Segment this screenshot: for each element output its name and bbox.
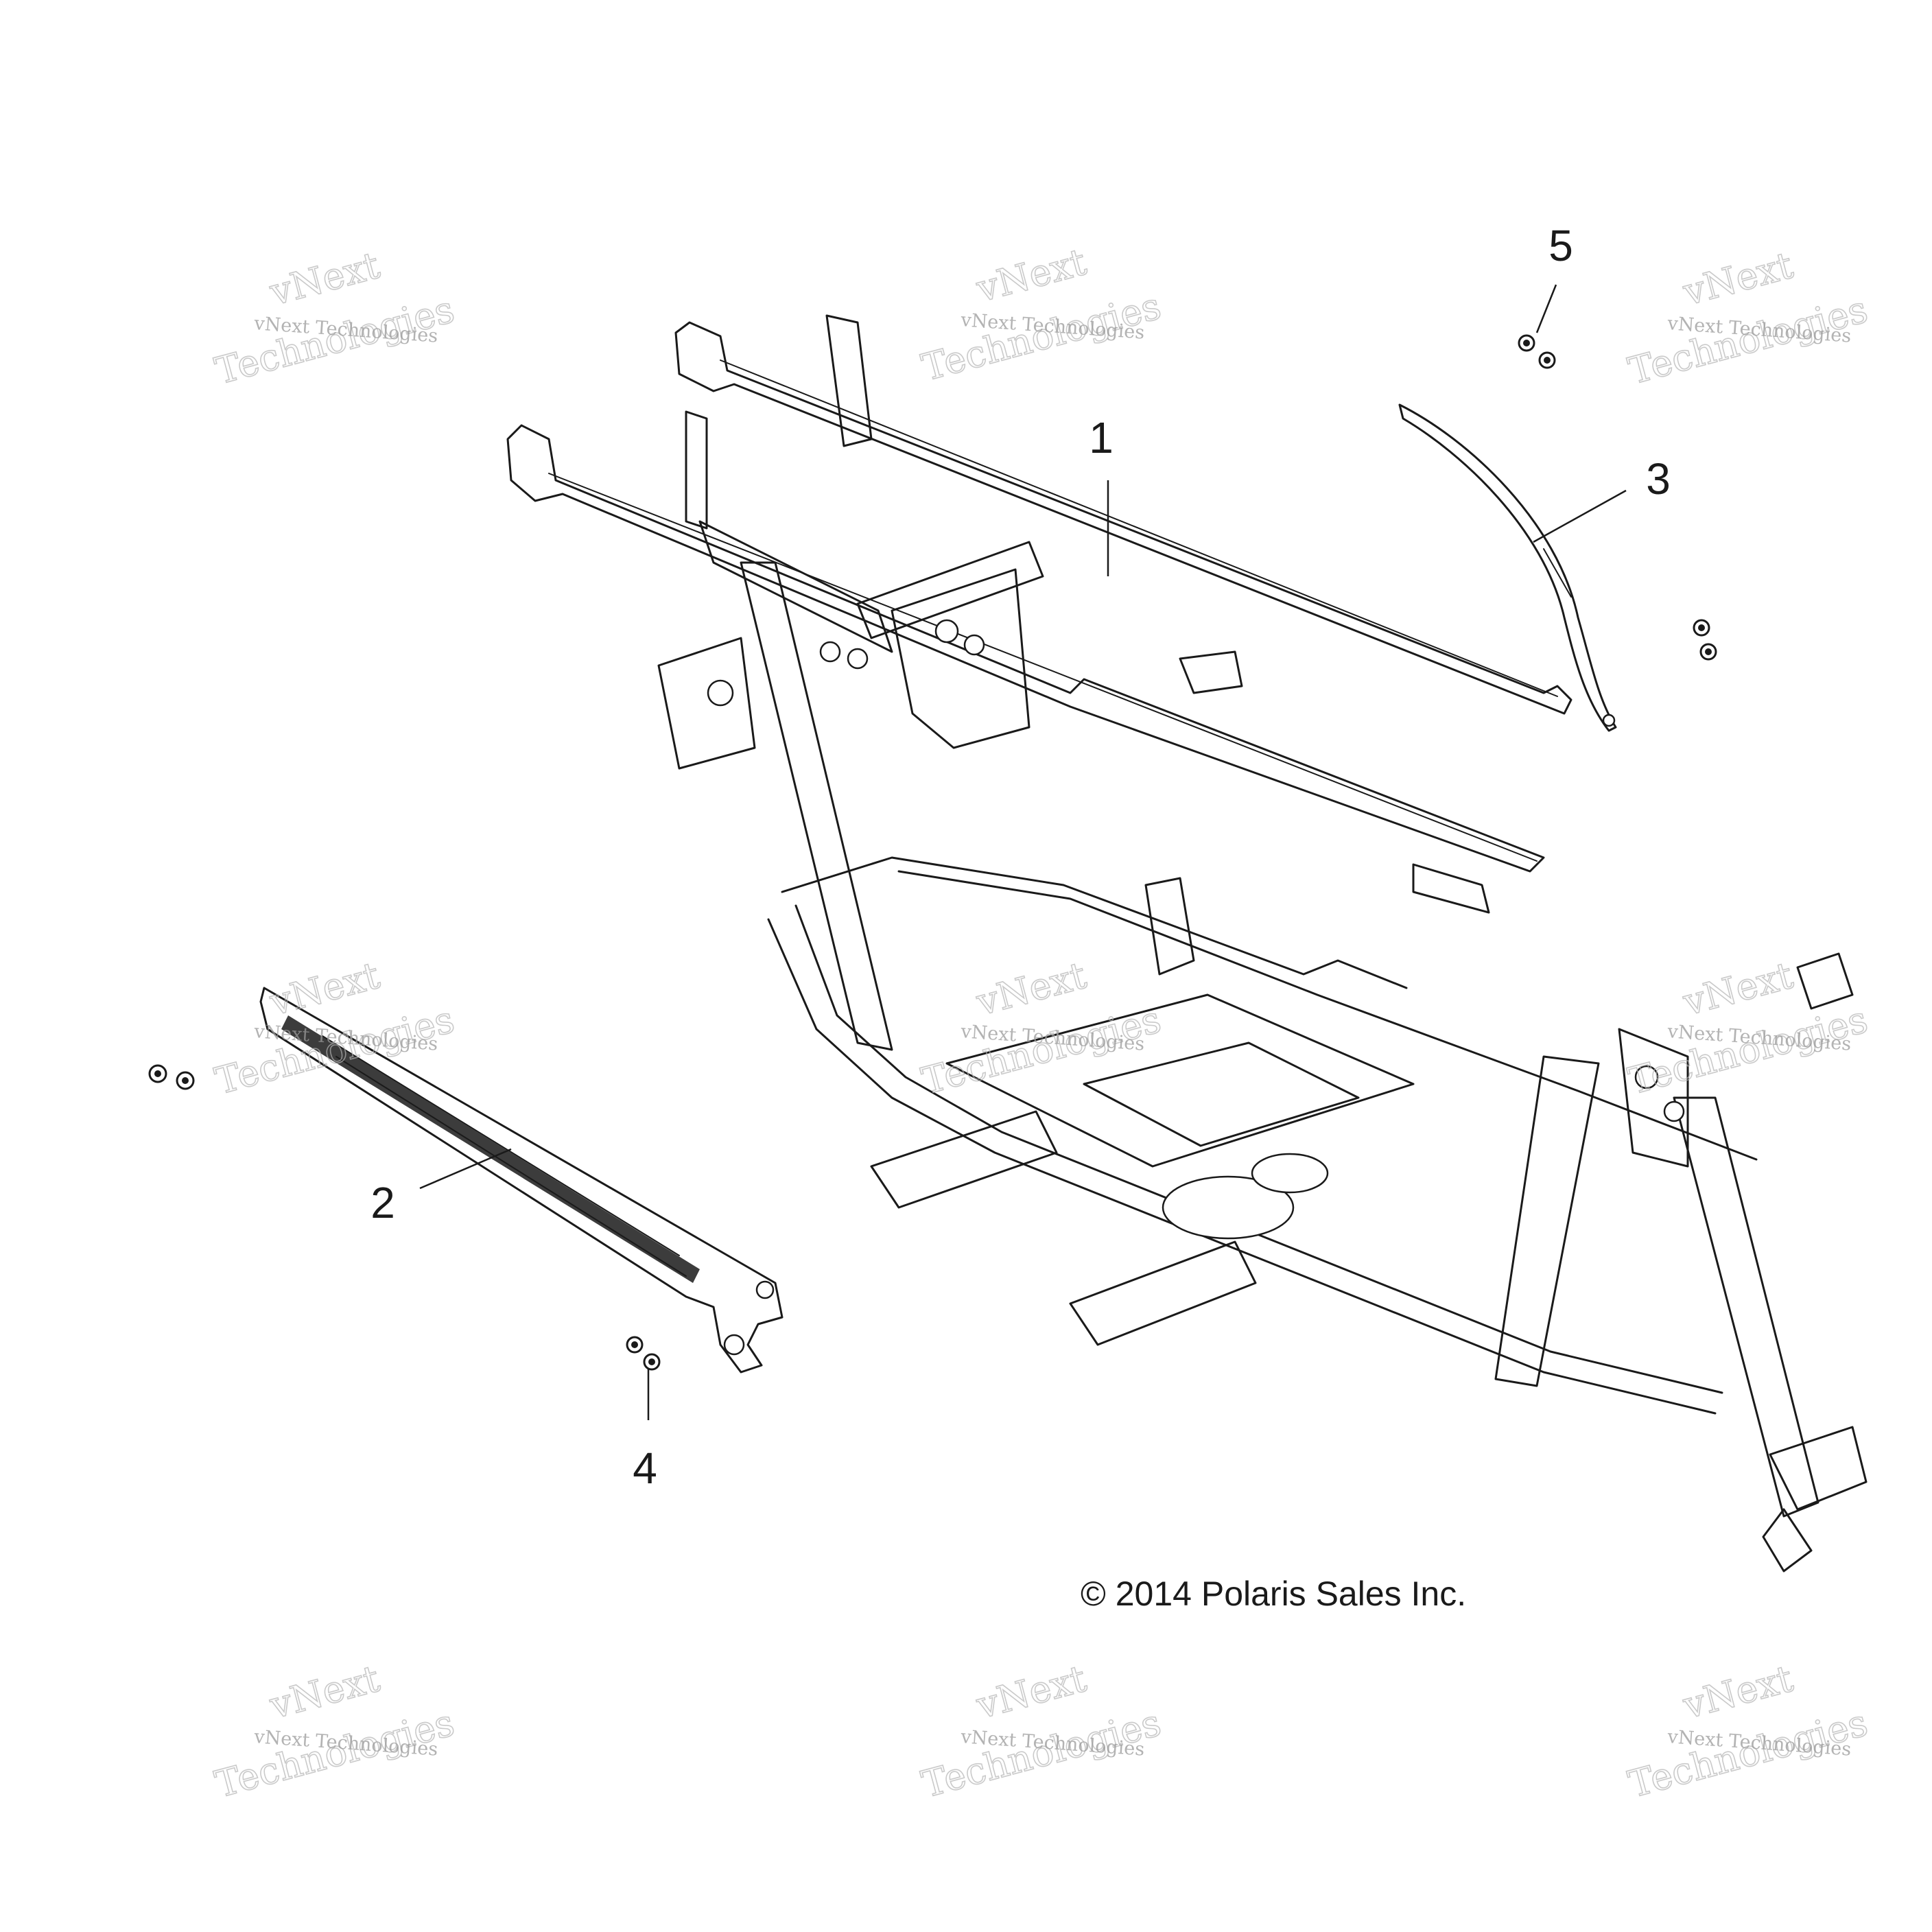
watermark-large-top: vNext (1678, 954, 1798, 1024)
bolts-part-5-top (1518, 334, 1556, 369)
bolts-right-side (1693, 619, 1717, 661)
watermark-middle-left: vNext Technologies vNext Technologies (210, 953, 459, 1103)
watermark-bottom-left: vNext Technologies vNext Technologies (210, 1656, 459, 1806)
watermark-middle-center: vNext Technologies vNext Technologies (917, 953, 1166, 1103)
side-rail-part-2 (259, 987, 784, 1374)
watermark-large-top: vNext (265, 1657, 384, 1728)
callout-5: 5 (1548, 221, 1573, 270)
watermark-large-top: vNext (971, 954, 1091, 1024)
watermark-large-top: vNext (971, 1657, 1091, 1728)
bolts-part-4 (626, 1336, 661, 1371)
leader-2 (419, 1148, 512, 1190)
watermark-large-top: vNext (1678, 1657, 1798, 1728)
watermark-large-top: vNext (265, 244, 384, 314)
callout-4: 4 (633, 1444, 657, 1493)
callout-2: 2 (370, 1178, 395, 1227)
watermark-middle-right: vNext Technologies vNext Technologies (1623, 953, 1872, 1103)
watermark-large-top: vNext (1678, 244, 1798, 314)
watermark-large-top: vNext (265, 954, 384, 1024)
curved-brace-part-3 (1398, 403, 1617, 732)
leader-3 (1533, 489, 1627, 543)
watermark-large-top: vNext (971, 240, 1091, 311)
bolts-left-side (148, 1064, 195, 1090)
watermark-top-center: vNext Technologies vNext Technologies (917, 239, 1166, 390)
copyright-notice: © 2014 Polaris Sales Inc. (1081, 1575, 1466, 1613)
watermark-top-right: vNext Technologies vNext Technologies (1623, 243, 1872, 393)
watermark-top-left: vNext Technologies vNext Technologies (210, 243, 459, 393)
watermark-bottom-right: vNext Technologies vNext Technologies (1623, 1656, 1872, 1806)
leader-5 (1535, 284, 1557, 333)
watermark-bottom-center: vNext Technologies vNext Technologies (917, 1656, 1166, 1806)
callout-1: 1 (1089, 413, 1114, 462)
main-frame-part-1 (506, 314, 1868, 1572)
callout-3: 3 (1646, 454, 1671, 504)
